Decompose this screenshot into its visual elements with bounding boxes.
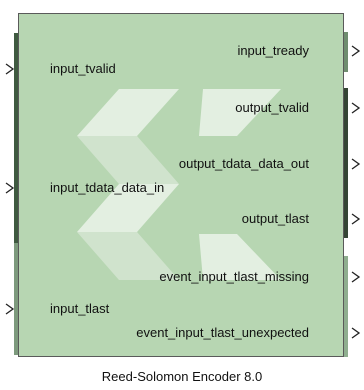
event-tlast-missing-port-arrow[interactable]: [351, 271, 361, 283]
input-tlast-port-arrow[interactable]: [5, 303, 15, 315]
output-label-input-tready: input_tready: [237, 43, 309, 58]
block-caption: Reed-Solomon Encoder 8.0: [101, 369, 263, 384]
output-label-output-tlast: output_tlast: [241, 211, 309, 226]
output-bus-bar-data: [344, 88, 348, 238]
input-bus-bar-light: [14, 243, 18, 355]
output-tvalid-port-arrow[interactable]: [351, 102, 361, 114]
event-tlast-unexpected-port-arrow[interactable]: [351, 327, 361, 339]
input-tdata-port-arrow[interactable]: [5, 182, 15, 194]
input-bus-bar-dark: [14, 33, 18, 243]
output-bus-bar-ready: [344, 32, 348, 72]
output-label-event-input-tlast-unexpected: event_input_tlast_unexpected: [136, 325, 309, 340]
reed-solomon-encoder-block[interactable]: input_tvalid input_tdata_data_in input_t…: [18, 13, 344, 357]
xilinx-logo-watermark: [77, 89, 281, 280]
input-label-tdata-data-in: input_tdata_data_in: [50, 180, 165, 195]
output-label-output-tdata-data-out: output_tdata_data_out: [178, 156, 309, 171]
output-tdata-port-arrow[interactable]: [351, 158, 361, 170]
output-tlast-port-arrow[interactable]: [351, 213, 361, 225]
input-tready-port-arrow[interactable]: [351, 45, 361, 57]
output-label-output-tvalid: output_tvalid: [235, 100, 309, 115]
input-label-tlast: input_tlast: [50, 301, 110, 316]
output-label-event-input-tlast-missing: event_input_tlast_missing: [159, 269, 309, 284]
output-bus-bar-events: [344, 256, 348, 357]
input-label-tvalid: input_tvalid: [50, 61, 116, 76]
input-tvalid-port-arrow[interactable]: [5, 63, 15, 75]
